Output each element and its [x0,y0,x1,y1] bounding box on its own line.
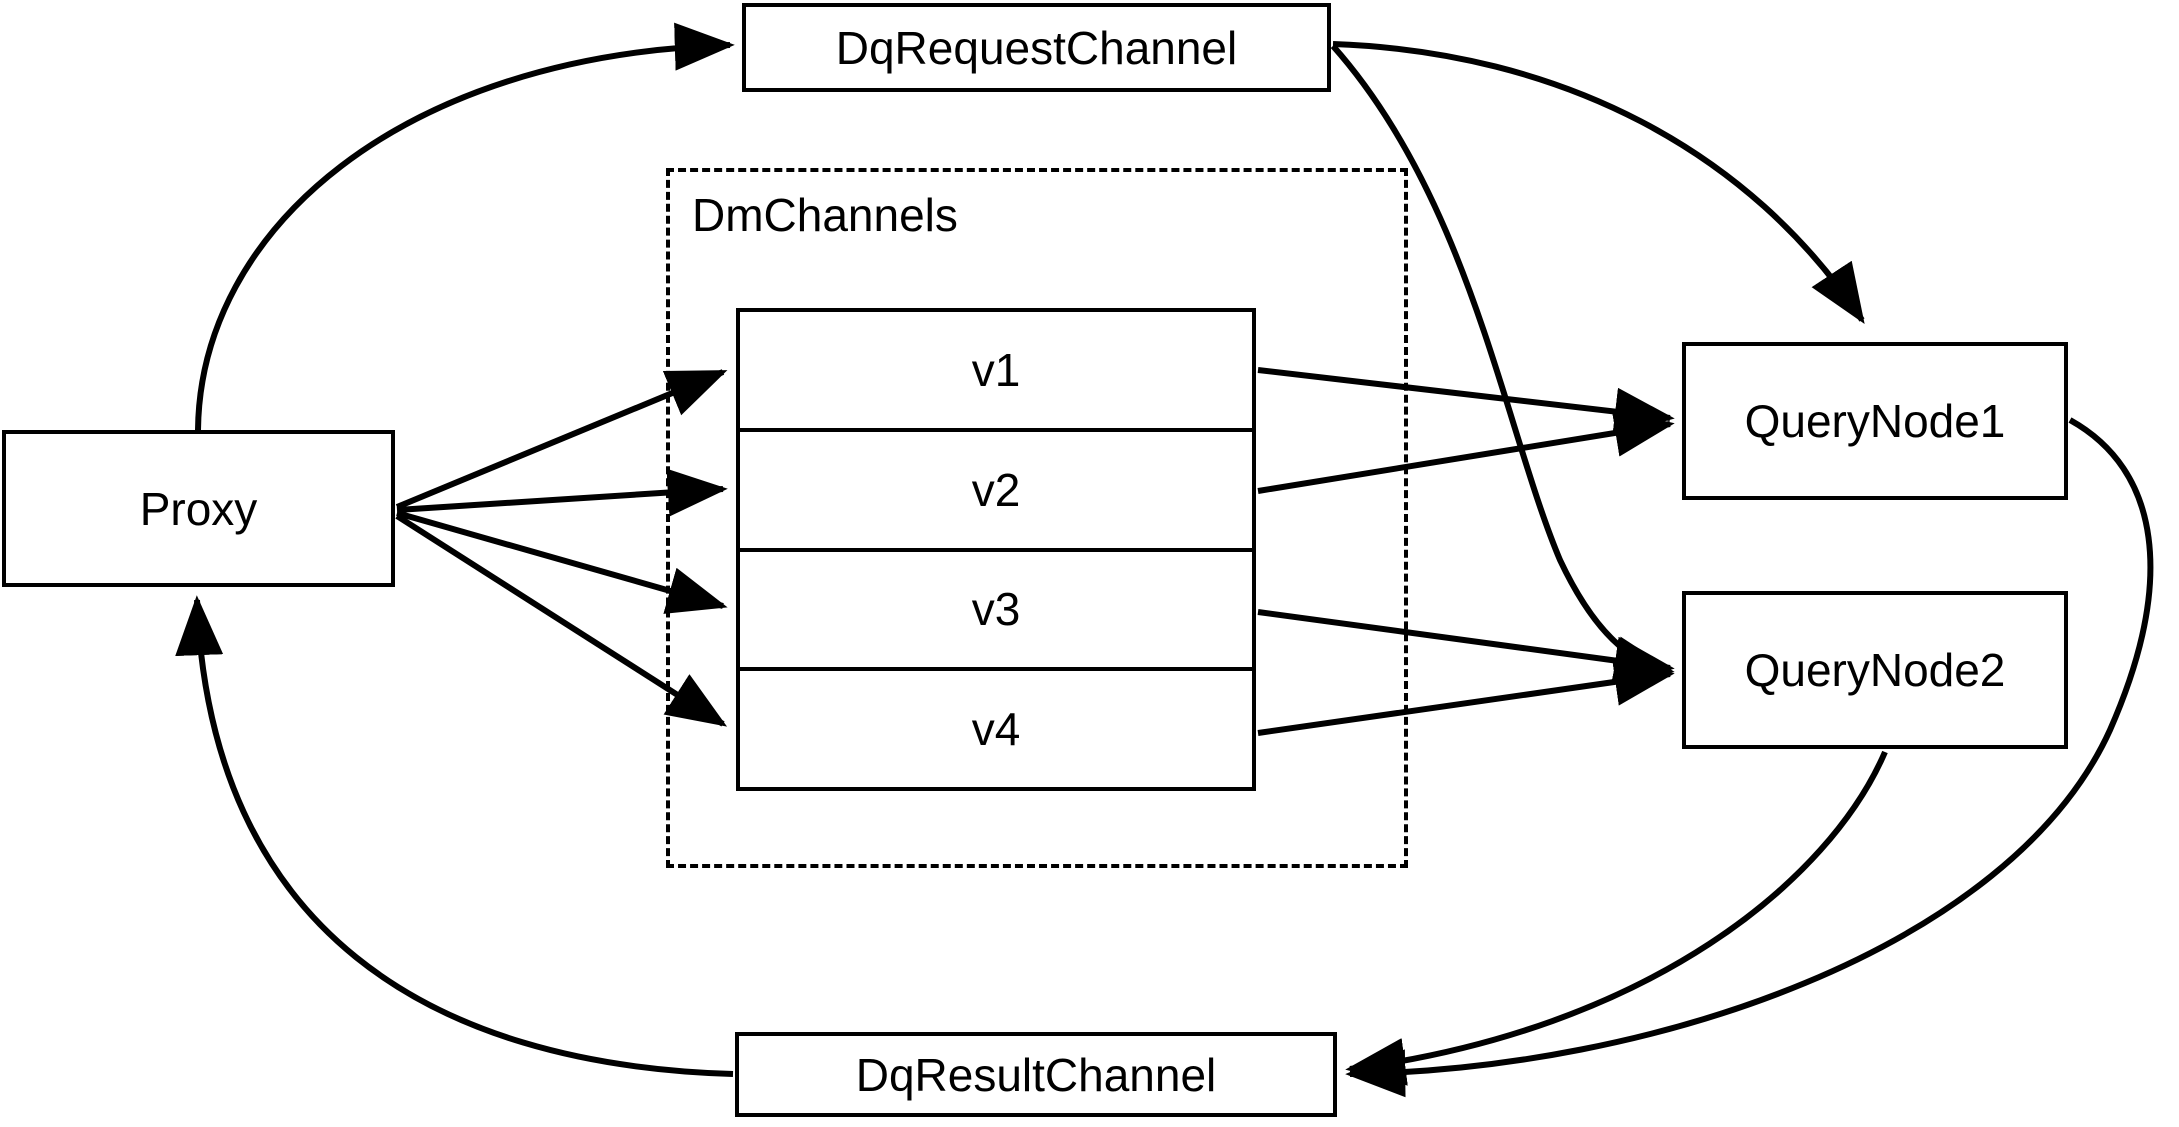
edge-proxy-to-v4 [395,513,728,727]
edge-query-node-1-to-dq-result-channel [1345,417,2154,1098]
edge-proxy-to-dq-request-channel [195,22,735,431]
vchannel-stack: v1 v2 v3 v4 [736,308,1256,791]
vchannel-label: v2 [971,463,1021,516]
edge-proxy-to-v3 [396,510,728,614]
proxy-label: Proxy [139,482,258,535]
vchannel-label: v3 [971,583,1021,636]
vchannel-row[interactable]: v1 [740,312,1252,432]
dq-request-channel-box[interactable]: DqRequestChannel [742,3,1331,92]
dm-channels-label: DmChannels [692,189,958,241]
proxy-box[interactable]: Proxy [2,430,395,587]
vchannel-label: v4 [971,703,1021,756]
query-node-2-box[interactable]: QueryNode2 [1682,591,2068,749]
dm-channels-group [666,168,1408,868]
edge-proxy-to-v1 [395,369,728,510]
dq-result-channel-box[interactable]: DqResultChannel [735,1032,1337,1117]
edge-query-node-2-to-dq-result-channel [1345,750,1888,1086]
edge-v4-to-query-node-2 [1257,658,1675,736]
query-node-1-label: QueryNode1 [1744,395,2006,447]
vchannel-row[interactable]: v2 [740,432,1252,552]
edge-dq-request-channel-to-query-node-1 [1332,41,1865,325]
query-node-1-box[interactable]: QueryNode1 [1682,342,2068,500]
edge-proxy-to-v2 [396,468,728,517]
vchannel-label: v1 [971,343,1021,396]
dq-result-channel-label: DqResultChannel [855,1048,1217,1101]
vchannel-row[interactable]: v4 [740,671,1252,787]
vchannel-row[interactable]: v3 [740,552,1252,672]
edge-dq-request-channel-to-query-node-2 [1330,44,1675,684]
edge-v2-to-query-node-1 [1257,409,1675,494]
edge-v1-to-query-node-1 [1257,367,1675,436]
dq-request-channel-label: DqRequestChannel [835,21,1238,74]
edge-dq-result-channel-to-proxy [175,595,734,1077]
edge-v3-to-query-node-2 [1257,609,1675,685]
query-node-2-label: QueryNode2 [1744,644,2006,696]
